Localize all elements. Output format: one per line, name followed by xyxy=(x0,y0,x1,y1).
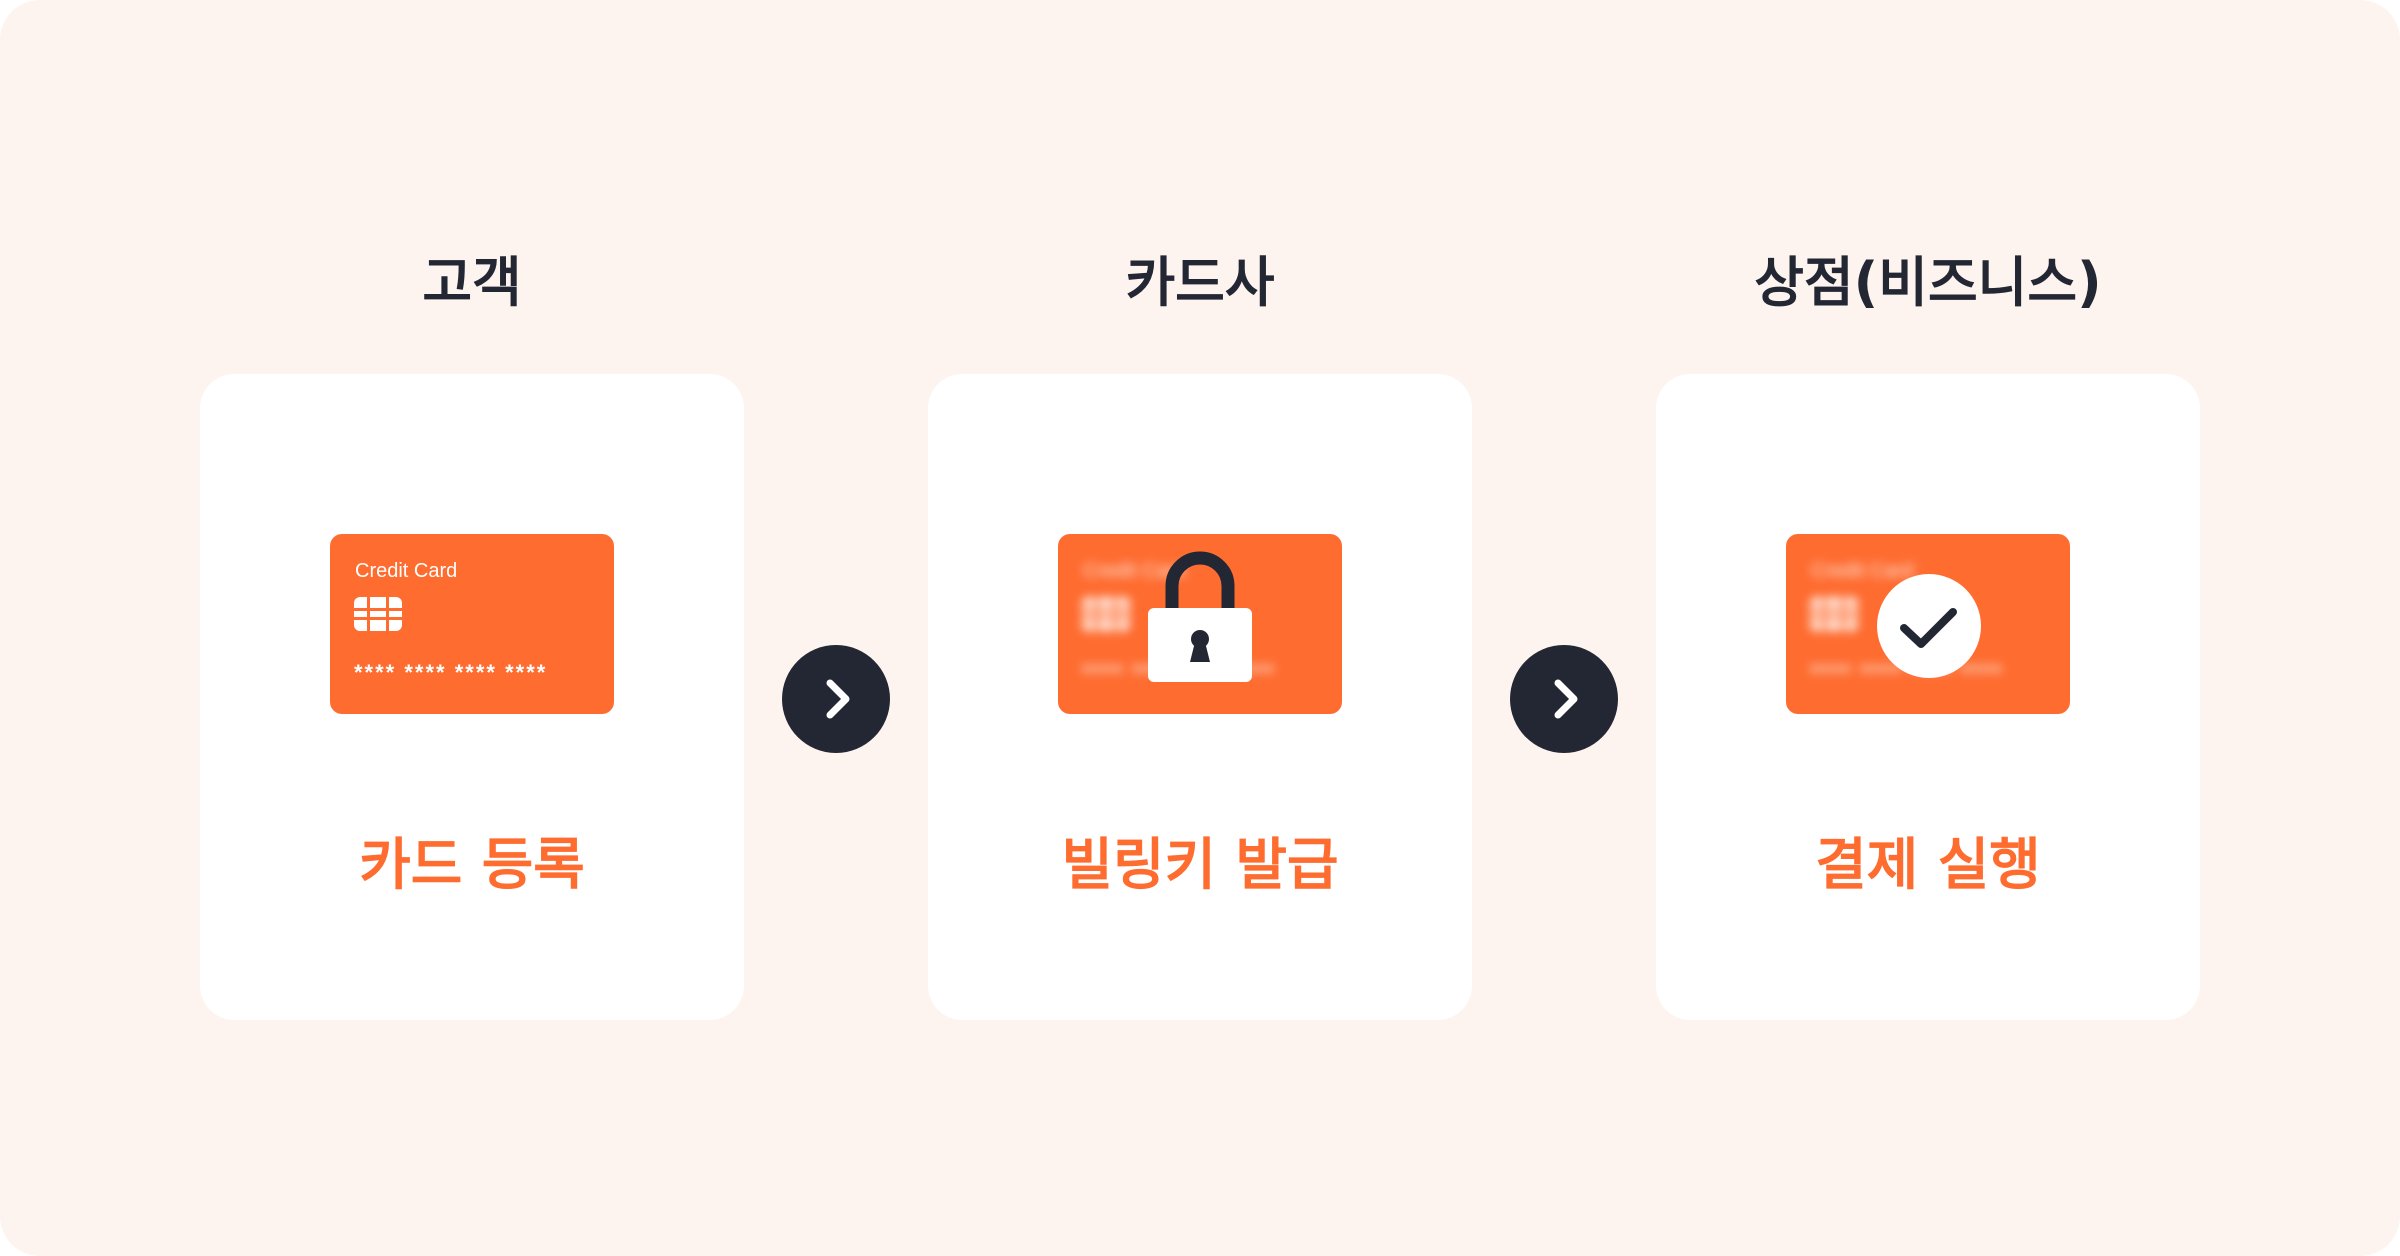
card-brand-label: Credit Card xyxy=(1811,560,1914,582)
step-2-panel: Credit Card **** **** **** **** 빌링키 발급 xyxy=(928,374,1472,1020)
step-1-panel: Credit Card **** **** **** **** 카드 등록 xyxy=(200,374,744,1020)
card-chip-icon xyxy=(1082,597,1130,631)
step-3-panel: Credit Card **** **** **** **** 결제 실행 xyxy=(1656,374,2200,1020)
card-number: **** **** **** **** xyxy=(354,660,548,685)
card-brand-label: Credit Card xyxy=(355,560,458,582)
chevron-right-icon xyxy=(1510,645,1618,753)
step-3-title: 상점(비즈니스) xyxy=(1754,251,2102,314)
step-1-label: 카드 등록 xyxy=(359,833,585,898)
step-2-label: 빌링키 발급 xyxy=(1061,833,1339,898)
card-chip-icon xyxy=(354,597,402,631)
step-2-title: 카드사 xyxy=(1125,251,1275,314)
chevron-right-icon xyxy=(782,645,890,753)
padlock-icon xyxy=(1148,550,1252,686)
card-chip-icon xyxy=(1810,597,1858,631)
card-brand-label: Credit Card xyxy=(1083,560,1186,582)
credit-card: Credit Card **** **** **** **** xyxy=(1786,534,2070,714)
credit-card: Credit Card **** **** **** **** xyxy=(330,534,614,714)
step-1-title: 고객 xyxy=(422,251,522,314)
step-3-label: 결제 실행 xyxy=(1815,833,2041,898)
checkmark-icon xyxy=(1877,574,1981,678)
